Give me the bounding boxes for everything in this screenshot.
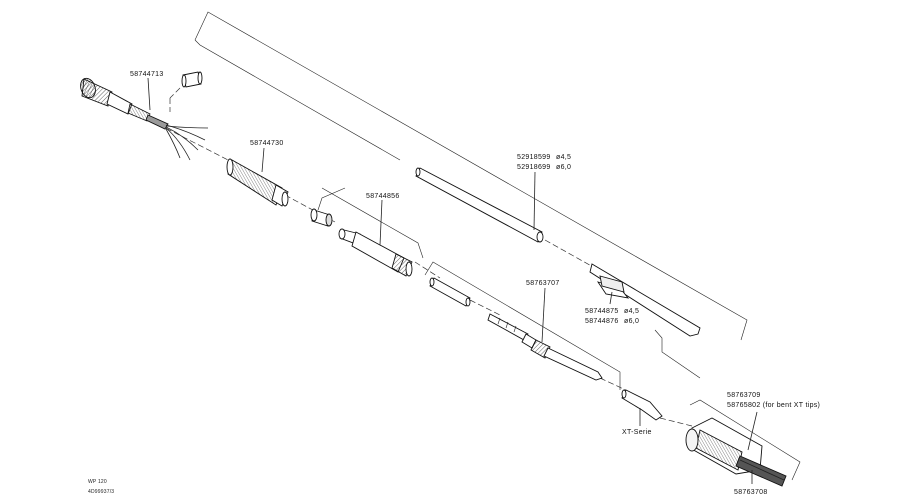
clip-holder-58744875 [589, 263, 701, 337]
label-58744856: 58744856 [366, 193, 400, 200]
label-52918699: 52918699 [517, 164, 551, 171]
sleeve-ring [181, 71, 203, 88]
label-dia-4-5-a: ø4,5 [556, 154, 571, 161]
leader-lines [147, 77, 758, 484]
grip-sleeve-58744730 [226, 158, 289, 207]
label-58765802: 58765802 (for bent XT tips) [727, 402, 820, 409]
label-xt-serie: XT-Serie [622, 429, 652, 436]
label-58763709: 58763709 [727, 392, 761, 399]
assembly-outline [194, 11, 801, 481]
label-dia-6-0-b: ø6,0 [624, 318, 639, 325]
label-dia-6-0-a: ø6,0 [556, 164, 571, 171]
axis-lines [149, 87, 701, 429]
connector-plug-58744713 [80, 77, 209, 161]
part-labels: 58744713 58744730 58744856 52918599 ø4,5… [88, 71, 820, 496]
label-58744875: 58744875 [585, 308, 619, 315]
heating-element-58763707 [487, 313, 603, 381]
label-58744713: 58744713 [130, 71, 164, 78]
handle-body-58744856 [310, 208, 413, 277]
label-dia-4-5-b: ø4,5 [624, 308, 639, 315]
footer-drawing-number: 4D99937/3 [88, 489, 114, 495]
tube-52918599 [415, 167, 544, 243]
tip-sleeve-58763709 [685, 417, 787, 487]
label-58763708: 58763708 [734, 489, 768, 496]
label-52918599: 52918599 [517, 154, 551, 161]
insulation-tube [429, 277, 471, 307]
label-58763707: 58763707 [526, 280, 560, 287]
label-58744876: 58744876 [585, 318, 619, 325]
xt-tip [621, 389, 663, 421]
label-58744730: 58744730 [250, 140, 284, 147]
footer-model: WP 120 [88, 479, 107, 485]
